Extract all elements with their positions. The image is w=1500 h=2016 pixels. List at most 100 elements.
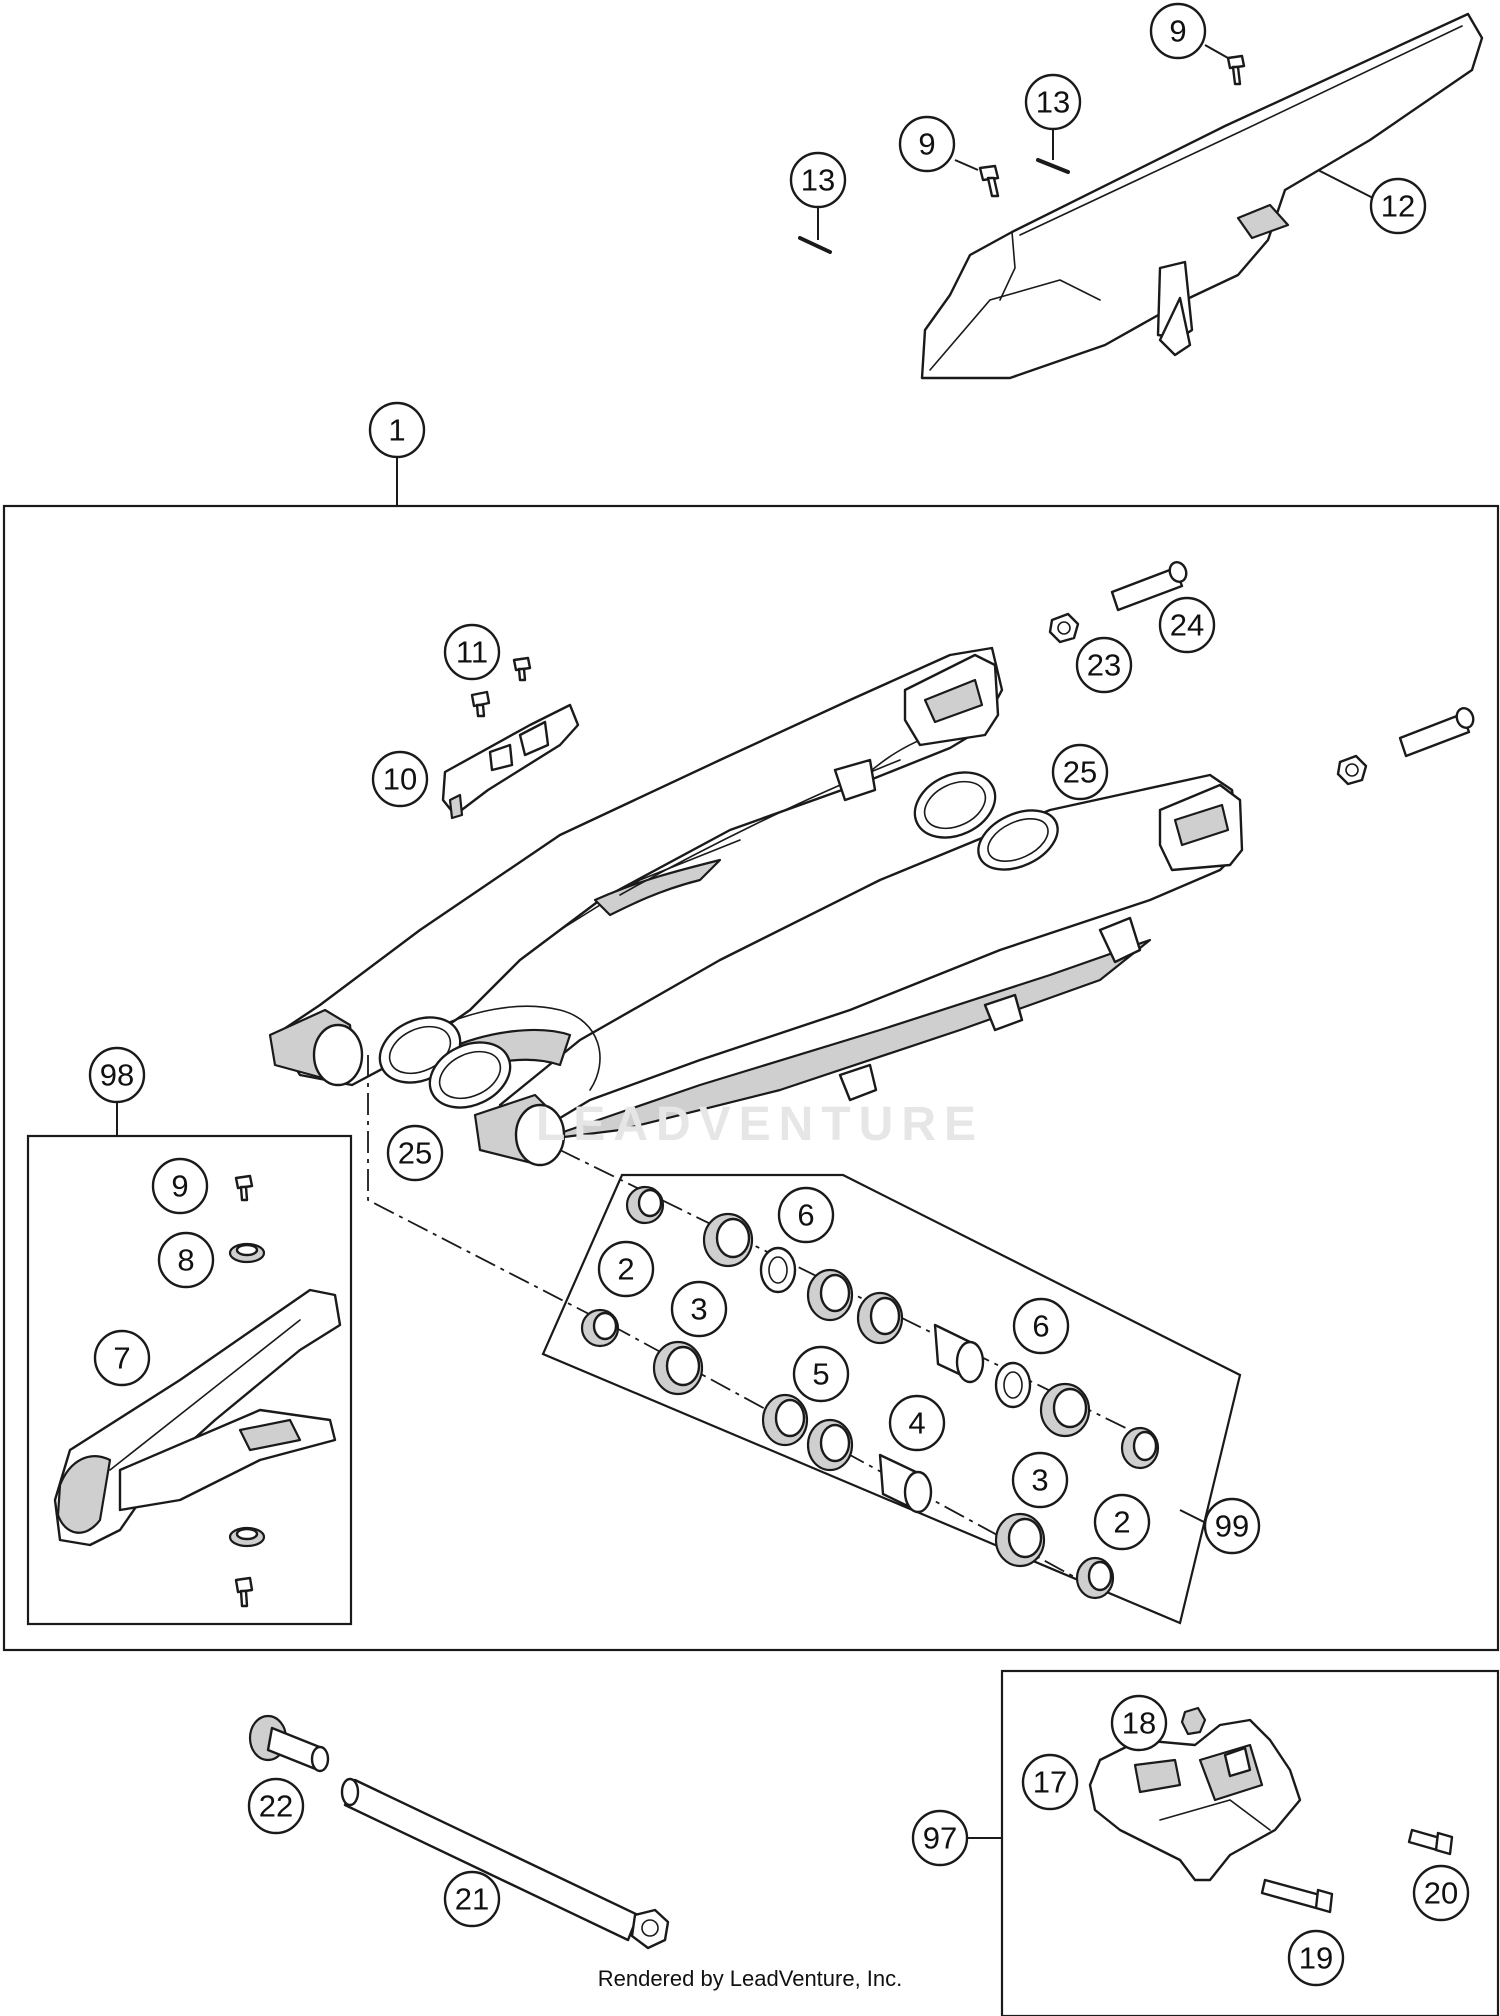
slider-washer [228,1526,266,1548]
svg-text:6: 6 [797,1198,814,1233]
svg-text:4: 4 [908,1406,925,1441]
washer [759,1246,797,1294]
chain-slider-group-box [26,1134,353,1626]
callout-9: 9 [898,115,956,173]
callout-8: 8 [157,1231,215,1289]
callout-25: 25 [386,1124,444,1182]
callout-9: 9 [1149,2,1207,60]
callout-23: 23 [1075,636,1133,694]
callout-4: 4 [888,1394,946,1452]
seal-ring [428,1041,512,1109]
callout-5: 5 [792,1345,850,1403]
callout-3: 3 [670,1280,728,1338]
axle-nut [1336,754,1368,786]
svg-text:3: 3 [690,1292,707,1327]
svg-text:9: 9 [918,127,935,162]
svg-text:97: 97 [923,1821,957,1856]
svg-text:23: 23 [1087,648,1121,683]
callout-20: 20 [1412,1864,1470,1922]
bearing [1120,1426,1160,1470]
bearing [806,1268,854,1322]
svg-text:2: 2 [617,1252,634,1287]
pivot-nut [248,1714,330,1773]
svg-text:11: 11 [456,635,488,670]
leader-line [1204,44,1229,59]
leader-line [1179,1509,1209,1525]
slider-screw [234,1576,254,1608]
svg-text:9: 9 [171,1169,188,1204]
svg-text:25: 25 [398,1136,432,1171]
holder-bolt [512,656,532,682]
bearing-seal [652,1340,704,1396]
axle-bolt [1110,561,1188,612]
chain-slider-holder [441,703,580,820]
bearing [806,1418,854,1472]
svg-text:98: 98 [100,1058,134,1093]
callout-19: 19 [1287,1929,1345,1987]
chain-guard-bolt [978,164,1000,198]
svg-text:1: 1 [388,413,405,448]
callout-22: 22 [247,1777,305,1835]
swingarm-group-box [2,504,1500,1652]
axle-nut [1048,612,1080,644]
callout-6: 6 [777,1186,835,1244]
callout-13: 13 [1024,73,1082,131]
svg-text:6: 6 [1032,1309,1049,1344]
spacer-sleeve [933,1323,985,1384]
callout-13: 13 [789,151,847,209]
svg-text:17: 17 [1033,1765,1067,1800]
callout-18: 18 [1110,1694,1168,1752]
slider-washer [228,1242,266,1264]
svg-text:13: 13 [801,163,835,198]
svg-text:7: 7 [113,1341,130,1376]
bearing-seal [702,1212,754,1268]
pivot-shaft [340,1777,670,1950]
svg-text:3: 3 [1031,1463,1048,1498]
chain-guide-screw [1260,1878,1334,1914]
holder-bolt [470,690,491,718]
callout-6: 6 [1012,1297,1070,1355]
callout-11: 11 [443,623,501,681]
callout-2: 2 [1093,1493,1151,1551]
svg-text:22: 22 [259,1789,293,1824]
svg-text:19: 19 [1299,1941,1333,1976]
svg-text:9: 9 [1169,14,1186,49]
callout-21: 21 [443,1870,501,1928]
bearing [761,1393,809,1447]
bearing-kit-group-box [541,1173,1242,1625]
callout-1: 1 [368,401,426,459]
svg-text:18: 18 [1122,1706,1156,1741]
callout-98: 98 [88,1046,146,1104]
callout-9: 9 [151,1157,209,1215]
chain-slider [53,1288,342,1547]
bearing [856,1291,904,1345]
seal-ring [913,771,997,839]
bearing-seal [1039,1382,1091,1438]
callout-24: 24 [1158,596,1216,654]
leader-line [954,159,979,171]
chain-guard [920,12,1484,380]
chain-guide [1088,1718,1302,1882]
watermark: LEADVENTURE [536,1098,984,1151]
bearing [580,1308,620,1348]
spacer-sleeve [878,1453,933,1514]
callout-3: 3 [1011,1451,1069,1509]
chain-guide-nut [1180,1706,1207,1736]
seal-ring [977,809,1059,871]
svg-text:25: 25 [1063,755,1097,790]
callout-2: 2 [597,1240,655,1298]
bearing [625,1185,665,1225]
callout-17: 17 [1021,1753,1079,1811]
svg-text:2: 2 [1113,1505,1130,1540]
svg-text:99: 99 [1215,1509,1249,1544]
chain-guide-screw [1407,1828,1454,1856]
bearing-seal [994,1512,1046,1568]
svg-text:10: 10 [383,762,417,797]
slider-screw [234,1174,254,1202]
svg-text:20: 20 [1424,1876,1458,1911]
chain-guard-bolt [1226,54,1246,86]
callout-97: 97 [911,1809,969,1867]
svg-text:21: 21 [455,1882,489,1917]
callout-99: 99 [1203,1497,1261,1555]
